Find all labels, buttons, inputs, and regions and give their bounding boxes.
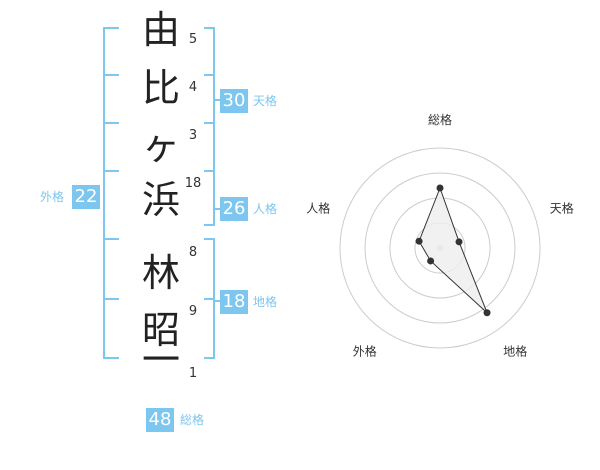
name-char-3: ヶ xyxy=(141,124,180,168)
stroke-count-6: 9 xyxy=(188,304,198,319)
name-char-6: 昭 xyxy=(141,308,180,352)
radar-grid-ring xyxy=(364,172,516,324)
jinkaku-value: 26 xyxy=(220,197,248,221)
radar-grid-ring xyxy=(339,147,541,349)
stroke-count-3: 3 xyxy=(188,128,198,143)
chikaku-value: 18 xyxy=(220,290,248,314)
radar-axis-label-1: 総格 xyxy=(428,112,452,127)
radar-point-4 xyxy=(427,257,435,265)
radar-series-area xyxy=(418,186,488,314)
radar-axis-label-5: 人格 xyxy=(306,200,330,215)
radar-point-1 xyxy=(436,184,444,192)
stroke-count-4: 18 xyxy=(184,176,202,191)
jinkaku-label: 人格 xyxy=(253,202,278,216)
radar-axis-label-3: 地格 xyxy=(503,344,527,359)
stroke-count-7: 1 xyxy=(188,366,198,381)
chikaku-label: 地格 xyxy=(253,295,278,309)
gaikaku-bracket xyxy=(103,27,119,359)
name-char-5: 林 xyxy=(141,251,180,295)
tenkaku-value: 30 xyxy=(220,89,248,113)
radar-axis-label-2: 天格 xyxy=(550,200,574,215)
name-char-7: 一 xyxy=(141,338,180,382)
gaikaku-value: 22 xyxy=(72,185,100,209)
soukaku-label: 総格 xyxy=(180,413,205,427)
jinkaku-bracket xyxy=(204,170,215,209)
radar-point-5 xyxy=(415,237,423,245)
name-char-1: 由 xyxy=(141,8,180,52)
stroke-count-5: 8 xyxy=(188,245,198,260)
radar-axis-label-4: 外格 xyxy=(353,344,377,359)
tenkaku-label: 天格 xyxy=(253,94,278,108)
radar-point-3 xyxy=(483,309,491,317)
soukaku-value: 48 xyxy=(146,408,174,432)
stroke-count-2: 4 xyxy=(188,80,198,95)
name-char-4: 浜 xyxy=(141,178,180,222)
gaikaku-label: 外格 xyxy=(40,190,65,204)
radar-point-2 xyxy=(455,238,463,246)
stroke-count-1: 5 xyxy=(188,32,198,47)
name-char-2: 比 xyxy=(141,66,180,110)
